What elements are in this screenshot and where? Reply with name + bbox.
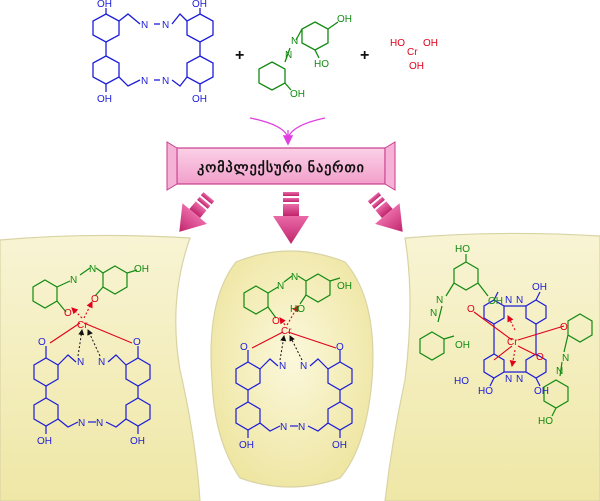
bold-down-arrow-icon	[273, 192, 309, 244]
center-o-label: O	[240, 342, 248, 353]
cr-oh-ho-label: HO	[390, 38, 405, 49]
macrocycle-oh-label: OH	[192, 0, 207, 10]
center-oh-label: OH	[337, 281, 352, 292]
right-n-label: N	[436, 295, 443, 306]
center-n-label: N	[279, 361, 286, 372]
azo-ligand-n-label: N	[291, 36, 298, 47]
right-complex-structure: Cr O O O N N N N N N N N HO OH OH HO OH …	[419, 244, 593, 427]
center-o-label: O	[272, 316, 280, 327]
macrocycle-n-label: N	[162, 20, 169, 31]
left-o-label: O	[38, 337, 46, 348]
center-oh-label: OH	[332, 440, 347, 451]
macrocycle-n-label: N	[141, 76, 148, 87]
right-oh-label: OH	[534, 386, 549, 397]
macrocycle-reactant	[92, 8, 214, 92]
product-panel-right	[384, 232, 600, 501]
center-ho-label: HO	[290, 304, 305, 315]
plus-sign: +	[360, 47, 369, 64]
macrocycle-oh-label: OH	[97, 0, 112, 10]
right-oh-label: OH	[532, 282, 547, 293]
macrocycle-n-label: N	[162, 76, 169, 87]
azo-ligand-ho-label: HO	[314, 59, 329, 70]
left-oh-label: OH	[134, 264, 149, 275]
macrocycle-oh-label: OH	[192, 94, 207, 105]
center-n-label: N	[300, 361, 307, 372]
complex-compound-banner: კომპლექსური ნაერთი	[166, 141, 396, 191]
bold-down-arrow-icon	[179, 192, 215, 232]
center-n-label: N	[298, 422, 305, 433]
chromium-hydroxide-reactant: HO Cr OH OH	[390, 38, 438, 72]
right-ho-label: HO	[538, 416, 553, 427]
plus-sign: +	[235, 47, 244, 64]
right-oh-label: OH	[455, 340, 470, 351]
right-n-label: N	[516, 295, 523, 306]
center-cr-label: Cr	[281, 326, 292, 337]
right-o-label: O	[536, 352, 544, 363]
left-n-label: N	[78, 418, 85, 429]
macrocycle-n-label: N	[141, 20, 148, 31]
left-n-label: N	[98, 357, 105, 368]
center-n-label: N	[277, 281, 284, 292]
center-o-label: O	[336, 342, 344, 353]
azo-ligand-reactant	[258, 21, 339, 91]
left-oh-label: OH	[37, 436, 52, 447]
macrocycle-oh-label: OH	[97, 94, 112, 105]
right-n-label: N	[556, 366, 563, 377]
center-n-label: N	[280, 422, 287, 433]
right-n-label: N	[430, 308, 437, 319]
left-n-label: N	[96, 418, 103, 429]
left-n-label: N	[89, 264, 96, 275]
right-oh-label: OH	[488, 296, 503, 307]
right-n-label: N	[505, 374, 512, 385]
left-cr-label: Cr	[77, 320, 88, 331]
right-ho-label: HO	[454, 376, 469, 387]
cr-oh-oh-label: OH	[423, 38, 438, 49]
right-cr-label: Cr	[507, 337, 518, 348]
right-ho-label: HO	[455, 244, 470, 255]
product-panel-left	[0, 234, 201, 501]
left-o-label: O	[133, 337, 141, 348]
bold-down-arrow-icon	[367, 192, 403, 232]
right-n-label: N	[562, 353, 569, 364]
left-o-label: O	[91, 294, 99, 305]
azo-ligand-oh-label: OH	[290, 89, 305, 100]
right-ho-label: HO	[478, 386, 493, 397]
left-oh-label: OH	[130, 436, 145, 447]
left-n-label: N	[77, 357, 84, 368]
right-o-label: O	[560, 322, 568, 333]
right-n-label: N	[505, 295, 512, 306]
center-complex-structure: Cr O O O N N N N N N OH HO OH OH	[235, 272, 353, 451]
banner-title: კომპლექსური ნაერთი	[197, 159, 365, 176]
azo-ligand-n-label: N	[285, 50, 292, 61]
azo-ligand-oh-label: OH	[337, 14, 352, 25]
center-n-label: N	[291, 272, 298, 283]
left-complex-structure: Cr O O O O N N N N N N OH OH OH	[32, 264, 151, 447]
left-n-label: N	[70, 275, 77, 286]
center-oh-label: OH	[239, 440, 254, 451]
cr-oh-oh-label: OH	[409, 61, 424, 72]
left-o-label: O	[64, 308, 72, 319]
cr-oh-cr-label: Cr	[407, 47, 418, 58]
right-o-label: O	[467, 304, 475, 315]
right-n-label: N	[516, 374, 523, 385]
